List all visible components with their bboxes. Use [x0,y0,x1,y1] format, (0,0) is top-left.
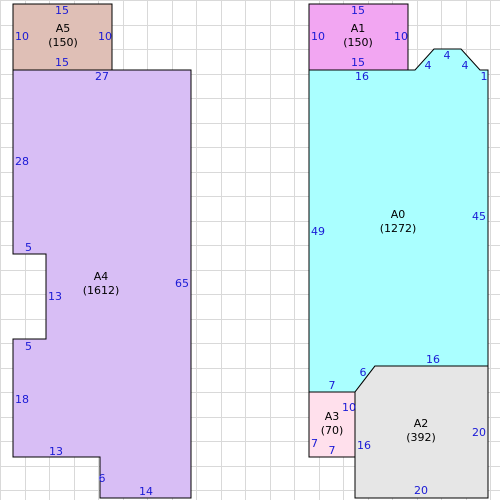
room-a4[interactable] [12,69,192,499]
dimension-label: 16 [357,439,371,452]
room-a5-area: (150) [48,36,78,49]
room-a5-name: A5 [56,22,71,35]
dimension-label: 4 [444,49,451,62]
dimension-label: 1 [481,70,488,83]
dimension-label: 10 [15,30,29,43]
dimension-label: 15 [55,4,69,17]
dimension-label: 28 [15,155,29,168]
room-a2[interactable] [354,365,489,499]
dimension-label: 7 [329,379,336,392]
dimension-label: 18 [15,393,29,406]
dimension-label: 16 [355,70,369,83]
room-a4-name: A4 [94,270,109,283]
room-a1-area: (150) [343,36,373,49]
dimension-label: 10 [342,401,356,414]
room-a4-area: (1612) [83,284,120,297]
dimension-label: 65 [175,277,189,290]
dimension-label: 6 [360,366,367,379]
dimension-label: 20 [472,426,486,439]
dimension-label: 14 [139,485,153,498]
room-a2-name: A2 [414,417,429,430]
dimension-label: 45 [472,210,486,223]
room-a2-area: (392) [406,431,436,444]
room-a0-area: (1272) [380,222,417,235]
dimension-label: 13 [48,290,62,303]
dimension-label: 4 [425,59,432,72]
dimension-label: 20 [414,484,428,497]
dimension-label: 10 [394,30,408,43]
dimension-label: 15 [351,4,365,17]
dimension-label: 10 [98,30,112,43]
dimension-label: 5 [25,340,32,353]
room-a3-area: (70) [321,424,344,437]
dimension-label: 15 [55,56,69,69]
dimension-label: 6 [99,472,106,485]
dimension-label: 7 [329,444,336,457]
dimension-label: 49 [311,225,325,238]
dimension-label: 7 [311,437,318,450]
room-a1-name: A1 [351,22,366,35]
dimension-label: 10 [311,30,325,43]
dimension-label: 27 [95,70,109,83]
room-a0-name: A0 [391,208,406,221]
dimension-label: 16 [426,353,440,366]
room-a3-name: A3 [325,410,340,423]
dimension-label: 15 [351,56,365,69]
dimension-label: 5 [25,241,32,254]
dimension-label: 13 [49,445,63,458]
dimension-label: 4 [462,59,469,72]
